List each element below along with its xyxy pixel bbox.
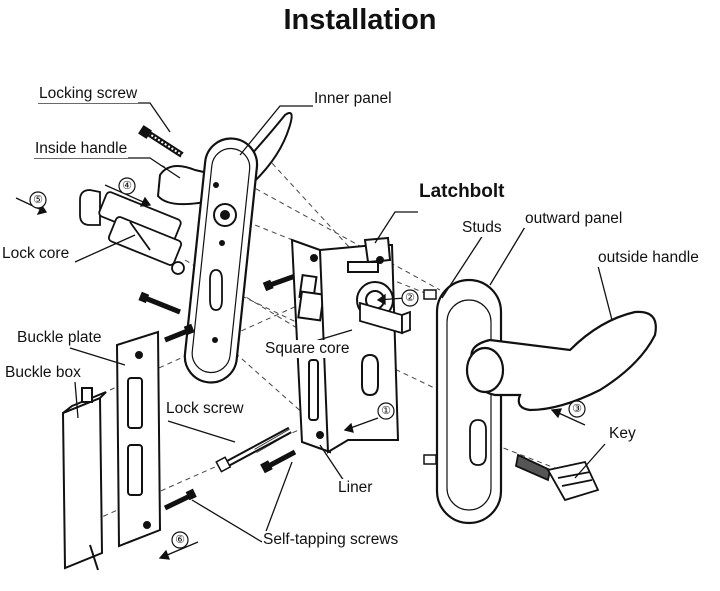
self-tapping-screw-bottom [163, 488, 197, 511]
outward-panel-part [435, 278, 503, 525]
latchbolt-part [290, 236, 400, 454]
studs-part [423, 289, 437, 465]
step-4-marker: ④ [122, 180, 132, 192]
lock-core-part [79, 189, 185, 275]
inner-panel-part [183, 137, 259, 384]
square-core-part [359, 301, 411, 335]
buckle-box-part [61, 387, 107, 571]
direction-arrows [15, 184, 586, 560]
outside-handle-part [465, 310, 657, 412]
locking-screw-part [138, 125, 184, 158]
label-square-core: Square core [264, 340, 351, 358]
step-markers [29, 177, 586, 549]
key-part [514, 453, 600, 502]
buckle-plate-part [115, 330, 162, 548]
label-key: Key [608, 425, 637, 443]
label-lock-core: Lock core [1, 245, 71, 263]
step-6-marker: ⑥ [175, 534, 185, 546]
label-buckle-plate: Buckle plate [16, 329, 103, 347]
step-5-marker: ⑤ [33, 194, 43, 206]
page-title: Installation [283, 4, 437, 36]
leader-lines [34, 102, 613, 543]
label-inside-handle: Inside handle [34, 140, 129, 158]
label-studs: Studs [461, 219, 503, 237]
label-lock-screw: Lock screw [165, 400, 245, 418]
label-outward-panel: outward panel [524, 210, 624, 228]
label-self-tapping-screws: Self-tapping screws [262, 531, 400, 549]
label-outside-handle: outside handle [597, 249, 700, 267]
step-1-marker: ① [381, 405, 391, 417]
lock-screw-part [215, 426, 297, 474]
label-buckle-box: Buckle box [4, 364, 82, 382]
step-3-marker: ③ [572, 403, 582, 415]
label-locking-screw: Locking screw [38, 85, 139, 103]
step-2-marker: ② [405, 292, 415, 304]
label-latchbolt: Latchbolt [418, 181, 506, 202]
label-inner-panel: Inner panel [313, 90, 393, 108]
label-liner: Liner [337, 479, 374, 497]
